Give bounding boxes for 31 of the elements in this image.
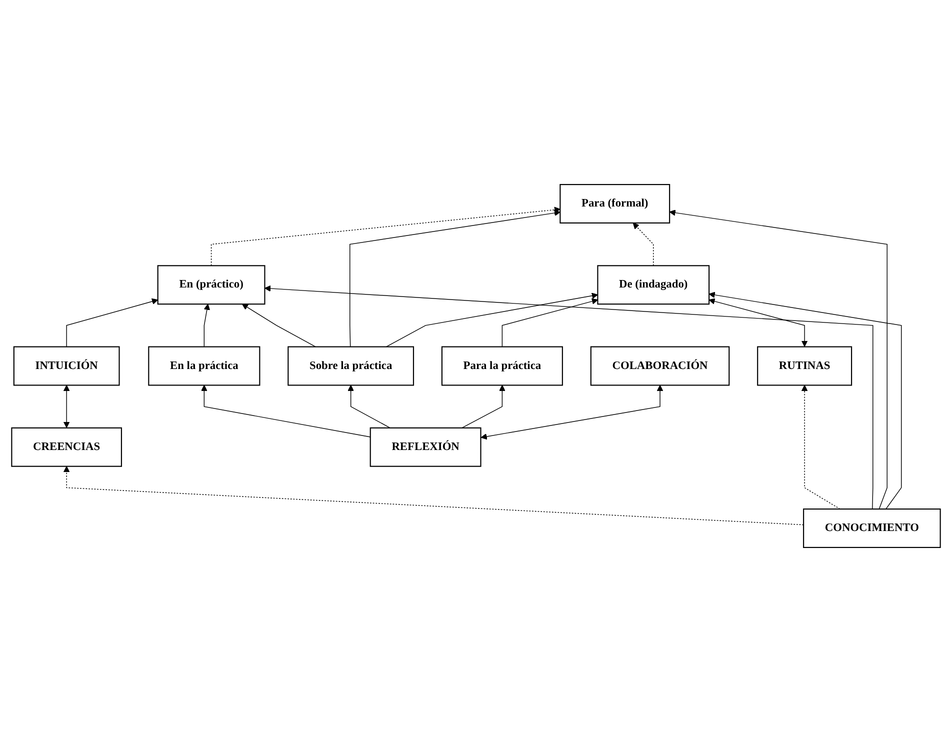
node-box: COLABORACIÓN [590,346,730,386]
node-box: En (práctico) [156,265,265,305]
arrow [708,298,808,347]
arrow [800,384,840,510]
arrow [708,292,902,510]
node-box: En la práctica [148,346,260,386]
arrow [632,222,654,266]
arrow [480,384,663,440]
arrow [62,384,70,428]
arrow [668,210,887,510]
node-box: RUTINAS [756,346,852,386]
node-box: CONOCIMIENTO [802,508,940,548]
arrow [200,384,370,438]
arrow [349,210,560,348]
arrow [210,206,560,266]
node-box: REFLEXIÓN [369,427,481,467]
node-box: CREENCIAS [10,427,122,467]
node-box: De (indagado) [596,265,710,305]
node-box: Para la práctica [440,346,562,386]
node-box: Para (formal) [559,184,670,224]
arrow [347,384,390,428]
arrow [66,298,158,348]
node-box: Sobre la práctica [287,346,414,386]
arrow [203,304,210,348]
arrow [62,466,804,526]
arrow [385,292,598,348]
arrow [241,304,316,348]
arrow [501,298,598,348]
node-box: INTUICIÓN [12,346,120,386]
arrow [264,285,873,510]
arrow [461,384,505,428]
